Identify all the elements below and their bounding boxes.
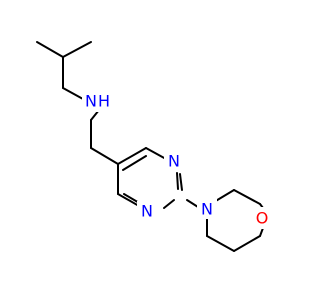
molecule-structure: N H N N N O bbox=[36, 41, 272, 252]
bond bbox=[122, 155, 147, 171]
bond bbox=[145, 147, 167, 160]
atom-symbol-o-morpholine: O bbox=[256, 209, 269, 228]
atom-n-pyrimidine-top: N bbox=[164, 151, 184, 171]
bond bbox=[117, 147, 147, 165]
bonds bbox=[36, 41, 264, 252]
atom-symbol-n-morpholine: N bbox=[201, 200, 213, 219]
atom-background bbox=[82, 90, 112, 112]
atom-background bbox=[137, 201, 157, 221]
atom-background bbox=[197, 199, 217, 219]
atom-symbol-n-pyrimidine-top: N bbox=[168, 152, 180, 171]
bond bbox=[62, 41, 92, 58]
bond bbox=[90, 147, 119, 165]
atom-nh: N H bbox=[82, 90, 112, 112]
bond bbox=[186, 199, 199, 208]
atom-symbol-nh: N bbox=[85, 92, 97, 111]
atom-suffix-nh: H bbox=[98, 92, 110, 111]
atom-o-morpholine: O bbox=[252, 207, 272, 229]
bond bbox=[36, 41, 64, 58]
atom-background bbox=[252, 207, 272, 229]
bond bbox=[259, 227, 264, 237]
atom-background bbox=[164, 151, 184, 171]
atom-n-morpholine: N bbox=[197, 199, 217, 219]
bond bbox=[62, 87, 84, 100]
atom-n-pyrimidine-bottom: N bbox=[137, 201, 157, 221]
bond bbox=[233, 189, 261, 205]
bond bbox=[176, 172, 179, 190]
bond bbox=[233, 235, 261, 252]
atom-labels: N H N N N O bbox=[82, 90, 272, 229]
bond bbox=[179, 173, 183, 191]
bond bbox=[213, 189, 235, 203]
atom-symbol-n-pyrimidine-bottom: N bbox=[141, 202, 153, 221]
molecule-viewer: N H N N N O bbox=[36, 41, 272, 252]
bond bbox=[163, 199, 175, 209]
bond bbox=[206, 235, 235, 252]
